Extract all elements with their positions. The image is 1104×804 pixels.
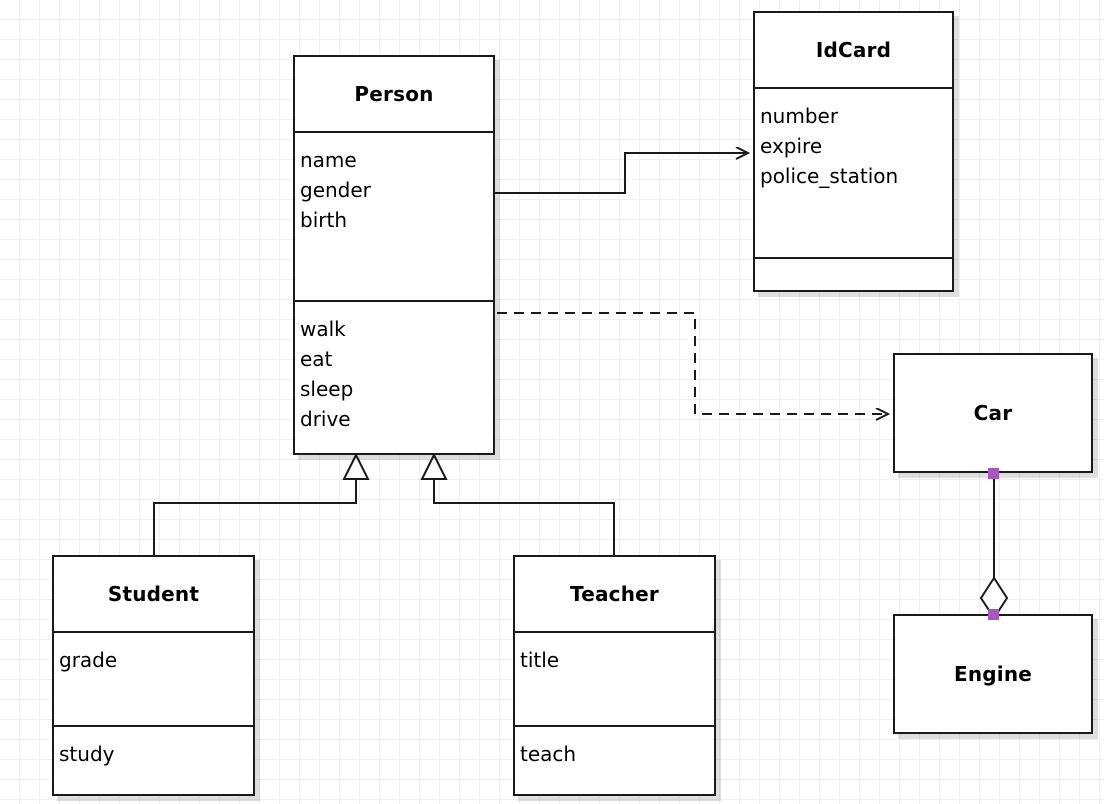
- attribute-row: title: [520, 648, 560, 672]
- attribute-row: birth: [300, 208, 347, 232]
- class-box-car[interactable]: Car: [893, 353, 1093, 473]
- attribute-row: number: [760, 104, 839, 128]
- class-title-teacher: Teacher: [570, 582, 659, 606]
- class-title-person: Person: [354, 82, 434, 106]
- edge-handle-engine-end[interactable]: [988, 609, 999, 620]
- edge-handle-car-end[interactable]: [988, 468, 999, 479]
- attribute-row: police_station: [760, 164, 899, 188]
- class-box-teacher[interactable]: Teacher title teach: [513, 555, 716, 796]
- attribute-row: expire: [760, 134, 823, 158]
- class-attributes-person: name gender birth: [295, 131, 493, 300]
- class-box-engine[interactable]: Engine: [893, 614, 1093, 734]
- class-methods-teacher: teach: [515, 725, 714, 794]
- method-row: teach: [520, 742, 577, 766]
- method-row: study: [59, 742, 115, 766]
- edge-student-person[interactable]: [153, 452, 370, 556]
- class-box-person[interactable]: Person name gender birth walk eat sleep …: [293, 55, 495, 455]
- class-methods-idcard: [755, 257, 952, 290]
- class-title-car: Car: [973, 401, 1013, 425]
- attribute-row: name: [300, 148, 357, 172]
- class-title-engine: Engine: [953, 662, 1033, 686]
- class-methods-student: study: [54, 725, 253, 794]
- attribute-row: gender: [300, 178, 371, 202]
- class-methods-person: walk eat sleep drive: [295, 300, 493, 453]
- edge-person-idcard[interactable]: [495, 153, 748, 194]
- method-row: walk: [300, 317, 346, 341]
- edge-person-car[interactable]: [497, 312, 888, 414]
- edge-teacher-person[interactable]: [420, 452, 615, 556]
- class-attributes-idcard: number expire police_station: [755, 87, 952, 257]
- method-row: drive: [300, 407, 351, 431]
- class-attributes-teacher: title: [515, 631, 714, 725]
- method-row: sleep: [300, 377, 354, 401]
- attribute-row: grade: [59, 648, 118, 672]
- class-box-student[interactable]: Student grade study: [52, 555, 255, 796]
- method-row: eat: [300, 347, 333, 371]
- class-title-idcard: IdCard: [815, 38, 892, 62]
- class-attributes-student: grade: [54, 631, 253, 725]
- edge-car-engine[interactable]: [979, 473, 1009, 620]
- class-title-student: Student: [107, 582, 200, 606]
- class-box-idcard[interactable]: IdCard number expire police_station: [753, 11, 954, 292]
